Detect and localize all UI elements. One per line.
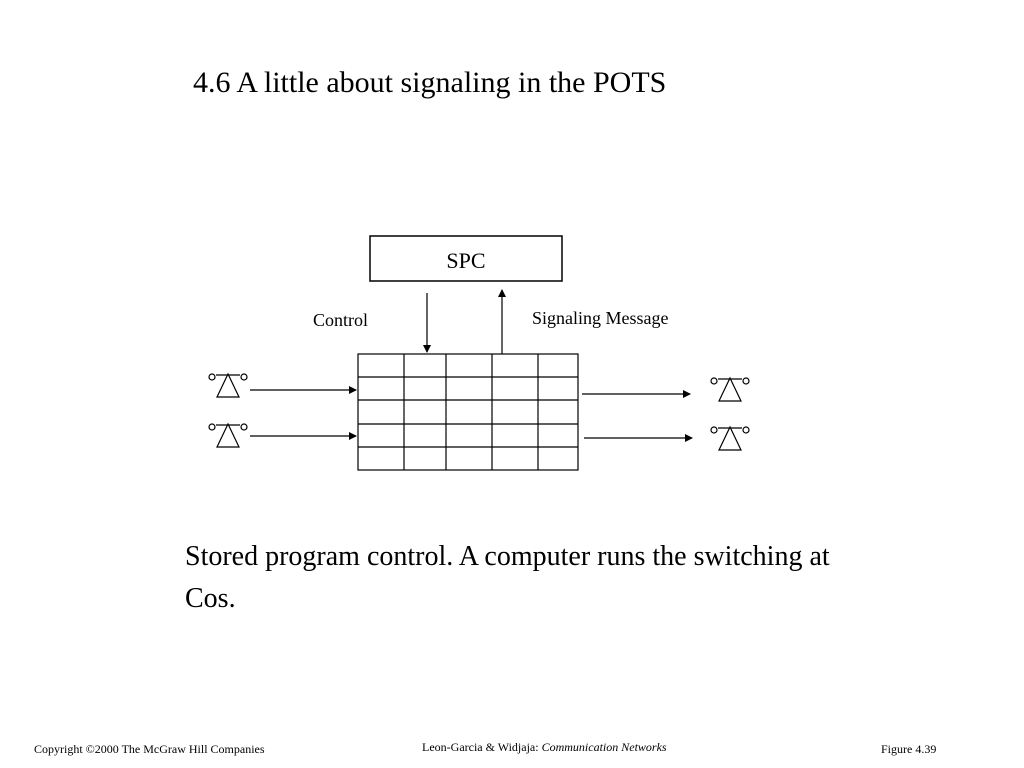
- spc-label: SPC: [446, 248, 485, 273]
- control-label: Control: [313, 310, 368, 330]
- telephone-icon: [710, 425, 750, 451]
- footer-figure-number: Figure 4.39: [881, 742, 937, 756]
- spc-box: SPC: [369, 235, 563, 282]
- telephone-icon: [208, 422, 248, 448]
- footer-book-title: Communication Networks: [541, 740, 667, 754]
- slide-title: 4.6 A little about signaling in the POTS: [193, 66, 667, 99]
- switch-fabric: [357, 353, 579, 471]
- telephone-icon: [710, 376, 750, 402]
- signaling-label: Signaling Message: [532, 308, 669, 328]
- footer-copyright: Copyright ©2000 The McGraw Hill Companie…: [34, 742, 265, 756]
- slide-caption: Stored program control. A computer runs …: [185, 541, 830, 614]
- footer-citation: Leon-Garcia & Widjaja: Communication Net…: [422, 740, 667, 755]
- telephone-icon: [208, 372, 248, 398]
- footer-authors: Leon-Garcia & Widjaja:: [422, 740, 539, 754]
